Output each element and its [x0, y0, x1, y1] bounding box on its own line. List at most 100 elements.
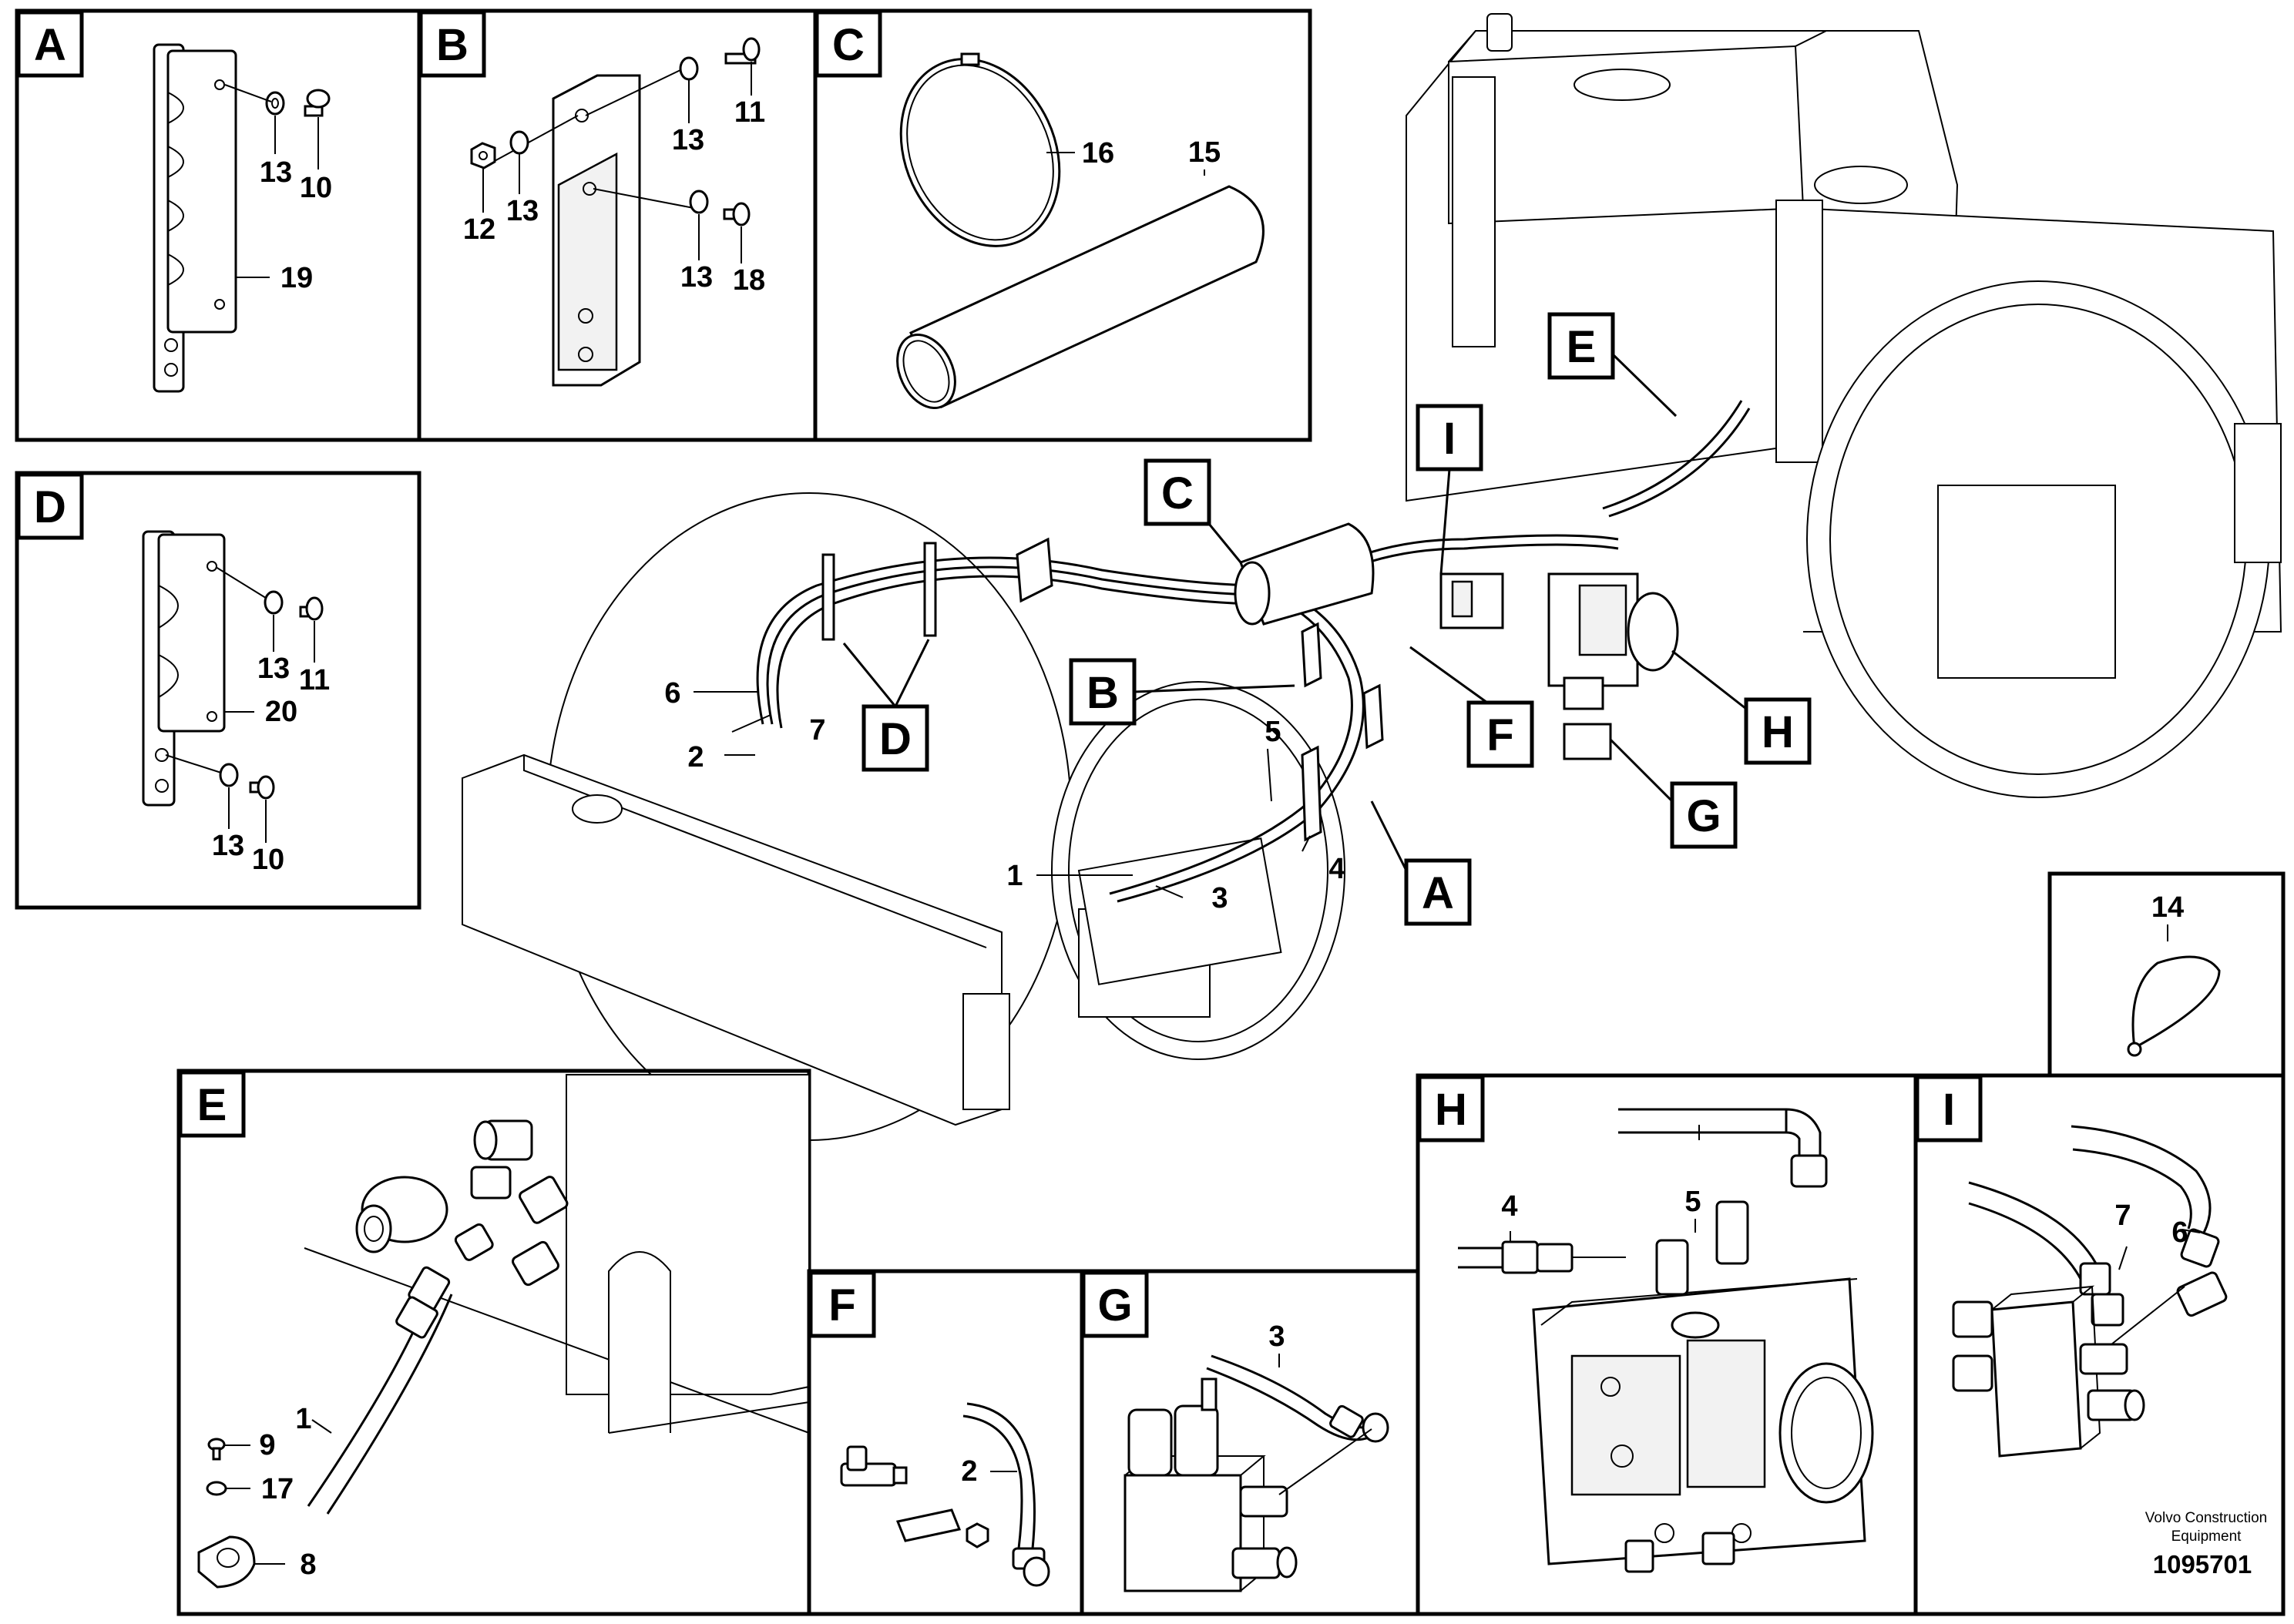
p-clamp-icon — [197, 1535, 256, 1589]
protective-sleeve-icon — [896, 185, 1265, 410]
callout-main-7: 7 — [809, 714, 825, 747]
washer-icon — [689, 190, 709, 214]
solenoid-valve-icon — [1123, 1377, 1298, 1592]
hose-3-icon — [1206, 1354, 1389, 1443]
bolt-icon — [249, 775, 275, 800]
section-label-i: I — [1416, 404, 1483, 575]
hose-clamp-icon — [899, 52, 1061, 247]
panel-i-letter: I — [1943, 1085, 1955, 1135]
callout-i-6: 6 — [2171, 1216, 2188, 1249]
nut-icon — [966, 1522, 989, 1549]
hose-6-icon — [2071, 1125, 2228, 1317]
callout-c-15: 15 — [1188, 136, 1221, 169]
panel-h-letter: H — [1435, 1085, 1467, 1135]
svg-text:C: C — [1161, 468, 1194, 518]
fitting-icon — [454, 1119, 569, 1287]
hose-4-icon — [1458, 1240, 1626, 1274]
panel-h-letter-box — [1417, 1075, 1485, 1143]
solenoid-valve — [1439, 572, 1504, 629]
brand-line-1: Volvo Construction — [2145, 1510, 2267, 1526]
callout-a-19: 19 — [280, 262, 313, 294]
section-label-a: A — [1370, 800, 1472, 926]
panel-h: H — [1416, 1073, 1918, 1616]
svg-text:H: H — [1762, 707, 1794, 757]
panel-d: D 13 11 20 13 10 — [15, 471, 422, 910]
washer-icon — [679, 56, 699, 81]
hose-1-icon — [307, 1266, 453, 1515]
bolt-icon — [299, 596, 324, 621]
panel-14: 14 — [2047, 871, 2286, 1078]
callout-g-3: 3 — [1268, 1320, 1285, 1353]
svg-text:E: E — [1567, 322, 1597, 372]
pressure-sensor-icon — [355, 1176, 448, 1253]
cable-clamp-bracket — [142, 530, 226, 807]
hose-2-icon — [962, 1402, 1050, 1587]
callout-h-5: 5 — [1684, 1186, 1701, 1218]
svg-text:G: G — [1686, 791, 1721, 841]
tee-fitting-icon — [840, 1445, 908, 1487]
section-label-b: B — [1069, 658, 1295, 726]
callout-a-10: 10 — [300, 172, 332, 204]
section-label-h: H — [1671, 649, 1812, 765]
screw-icon — [207, 1438, 226, 1461]
brand-line-2: Equipment — [2171, 1528, 2242, 1545]
section-label-g: G — [1609, 738, 1738, 849]
bolt-icon — [304, 89, 331, 117]
panel-g-letter-box — [1081, 1270, 1149, 1338]
frame-section — [304, 1074, 810, 1434]
panel-b-letter-box — [418, 10, 486, 78]
cable-tie-icon — [2127, 955, 2221, 1057]
hydraulic-pump — [1547, 572, 1679, 760]
callout-i-7: 7 — [2114, 1200, 2131, 1232]
callout-e-9: 9 — [259, 1429, 275, 1461]
panel-i-letter-box — [1915, 1075, 1983, 1143]
callout-main-5: 5 — [1265, 716, 1281, 748]
bolt-icon — [723, 202, 751, 226]
panel-f-letter-box — [808, 1270, 876, 1338]
panel-c-letter-box — [814, 10, 882, 78]
protective-sleeve — [1234, 522, 1375, 626]
nut-icon — [470, 142, 496, 169]
panel-g: G 3 — [1080, 1269, 1420, 1616]
callout-d-20: 20 — [265, 696, 297, 728]
panel-a-letter: A — [34, 20, 66, 70]
panel-i: I 7 6 — [1913, 1073, 2286, 1616]
panel-a-letter-box — [16, 10, 84, 78]
section-label-d: D — [842, 639, 930, 772]
drawing-number: 1095701 — [2153, 1550, 2252, 1579]
callout-b-18: 18 — [733, 264, 765, 297]
panel-g-letter: G — [1097, 1280, 1132, 1330]
callout-b-11: 11 — [734, 96, 765, 129]
callout-d-13: 13 — [257, 653, 290, 685]
panel-c-letter: C — [832, 20, 865, 70]
rear-frame — [1406, 13, 2282, 798]
plate-icon — [895, 1508, 962, 1542]
panel-e-letter-box — [178, 1070, 246, 1138]
callout-b-13-lower: 13 — [680, 261, 713, 294]
svg-text:A: A — [1422, 868, 1454, 918]
callout-e-17: 17 — [261, 1473, 294, 1505]
callout-d-13-lower: 13 — [212, 830, 244, 862]
svg-text:I: I — [1443, 414, 1456, 464]
callout-d-10: 10 — [252, 844, 284, 876]
callout-main-3: 3 — [1211, 882, 1228, 914]
panel-a: A 13 10 19 — [15, 8, 422, 442]
callout-e-8: 8 — [300, 1549, 316, 1581]
svg-text:F: F — [1486, 710, 1513, 760]
washer-icon — [509, 130, 529, 155]
bolt-icon — [724, 37, 761, 65]
panel-b: B 13 11 12 13 13 18 — [417, 8, 818, 442]
callout-main-6: 6 — [664, 677, 680, 710]
callout-main-1: 1 — [1006, 860, 1023, 892]
main-assembly-view: 6 7 2 1 3 5 4 C B D I E — [462, 13, 2282, 1141]
panel-d-letter: D — [34, 482, 66, 532]
callout-h-4: 4 — [1501, 1190, 1517, 1223]
hose-5-icon — [1618, 1108, 1828, 1188]
callout-b-12: 12 — [463, 213, 495, 246]
svg-text:D: D — [879, 714, 912, 764]
callout-main-4: 4 — [1328, 853, 1345, 885]
callout-e-1: 1 — [295, 1403, 311, 1435]
tank-cap — [1574, 69, 1671, 101]
cable-clamp-bracket — [153, 43, 237, 393]
